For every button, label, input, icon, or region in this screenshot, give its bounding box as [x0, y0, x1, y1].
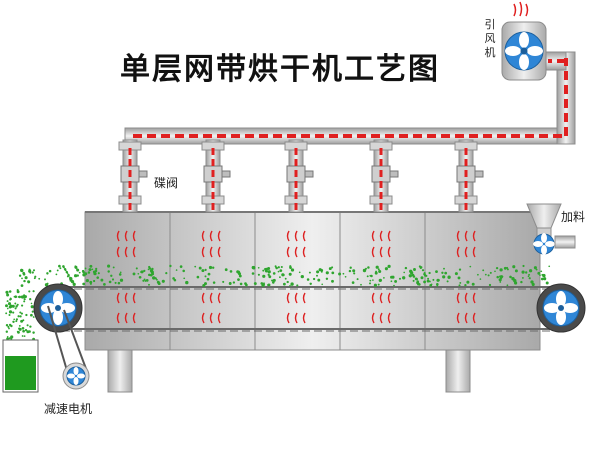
material-particles [5, 264, 551, 351]
dryer-body [84, 211, 541, 351]
heat-mark [201, 292, 221, 304]
heat-mark [371, 230, 391, 242]
butterfly-valve-icon [286, 165, 314, 183]
roller-icon [536, 283, 586, 333]
drive-system [47, 305, 90, 390]
heat-mark [456, 246, 476, 258]
motor-icon [67, 367, 85, 385]
branch-pipe [284, 139, 314, 213]
heat-mark [286, 312, 306, 324]
heat-mark [116, 246, 136, 258]
feed-label: 加料 [561, 210, 586, 224]
heat-mark [116, 312, 136, 324]
diagram-title: 单层网带烘干机工艺图 [120, 52, 440, 87]
heat-mark [371, 312, 391, 324]
butterfly-valve-icon [456, 165, 484, 183]
heat-mark [201, 230, 221, 242]
heat-mark [286, 246, 306, 258]
feed-hopper [526, 203, 576, 255]
heat-mark [371, 292, 391, 304]
heat-mark [286, 292, 306, 304]
valve-label: 碟阀 [154, 176, 179, 190]
branch-pipe [454, 139, 484, 213]
fan-icon [505, 32, 543, 70]
heat-mark [456, 230, 476, 242]
branch-pipes [118, 139, 484, 213]
conveyor-belt [50, 286, 566, 332]
heat-mark [201, 246, 221, 258]
support-leg [445, 349, 471, 393]
heat-mark [116, 292, 136, 304]
butterfly-valve-icon [203, 165, 231, 183]
heat-mark [116, 230, 136, 242]
branch-pipe [118, 139, 148, 213]
fan-label: 引风机 [484, 18, 496, 59]
support-leg [107, 349, 133, 393]
butterfly-valve-icon [371, 165, 399, 183]
motor-label: 减速电机 [44, 402, 93, 416]
exhaust-icon [513, 1, 529, 17]
roller-icon [33, 283, 83, 333]
heat-marks [116, 230, 476, 324]
fan-unit [501, 1, 547, 81]
branch-pipe [201, 139, 231, 213]
heat-mark [371, 246, 391, 258]
heat-mark [286, 230, 306, 242]
heat-mark [456, 292, 476, 304]
collection-bin [2, 339, 39, 393]
heat-mark [456, 312, 476, 324]
branch-pipe [369, 139, 399, 213]
butterfly-valve-icon [120, 165, 148, 183]
heat-mark [201, 312, 221, 324]
feeder-rotor-icon [533, 233, 555, 255]
